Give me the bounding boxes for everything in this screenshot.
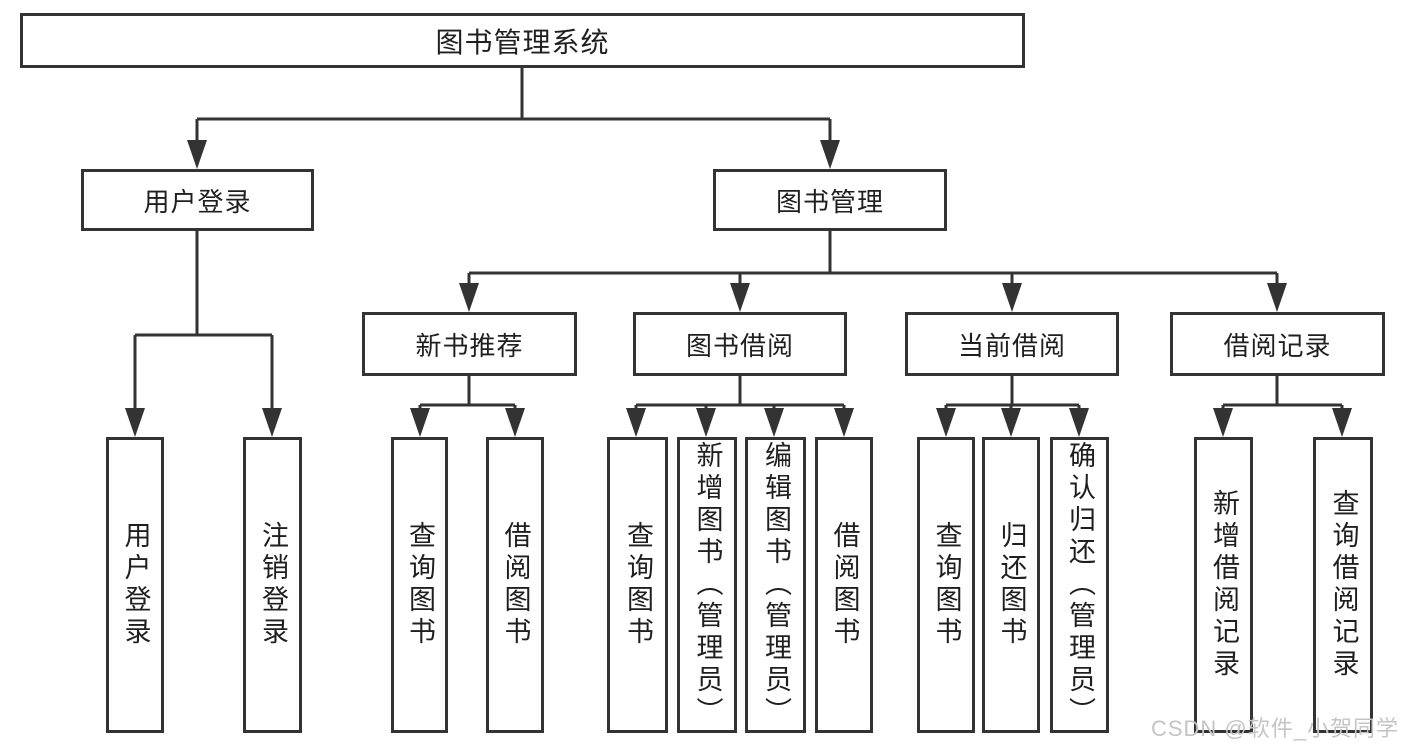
leaf-confirm-return-admin: 确认归还（管理员） xyxy=(1050,437,1109,733)
connector-book-mgmt-to-level3 xyxy=(467,231,1279,287)
connector-user-login-branch xyxy=(133,231,274,412)
node-label: 图书管理 xyxy=(775,186,884,217)
node-label: 查询图书 xyxy=(623,521,653,649)
arrow-icon xyxy=(764,408,784,437)
node-label: 当前借阅 xyxy=(957,330,1066,361)
arrow-icon xyxy=(410,408,430,437)
arrow-icon xyxy=(696,408,716,437)
node-label: 查询图书 xyxy=(405,521,435,649)
arrow-icon xyxy=(820,140,840,169)
arrow-icon xyxy=(834,408,854,437)
arrow-icon xyxy=(1001,408,1021,437)
arrow-icon xyxy=(187,140,207,169)
node-label: 确认归还（管理员） xyxy=(1065,441,1095,729)
leaf-return-book: 归还图书 xyxy=(982,437,1040,733)
node-label: 借阅图书 xyxy=(829,521,860,649)
arrow-icon xyxy=(262,408,282,437)
arrow-icon xyxy=(626,408,646,437)
node-label: 用户登录 xyxy=(143,186,252,217)
arrow-icon xyxy=(1069,408,1089,437)
leaf-logout: 注销登录 xyxy=(243,437,302,733)
leaf-borrow-book-2: 借阅图书 xyxy=(815,437,873,733)
node-root: 图书管理系统 xyxy=(20,13,1025,68)
node-current-borrow: 当前借阅 xyxy=(905,312,1119,376)
arrow-icon xyxy=(505,408,525,437)
node-label: 查询图书 xyxy=(931,521,962,649)
node-book-borrow: 图书借阅 xyxy=(633,312,847,376)
connector-book-borrow-branch xyxy=(634,376,846,412)
arrow-icon xyxy=(1213,408,1233,437)
arrow-icon xyxy=(1002,283,1022,312)
node-book-mgmt: 图书管理 xyxy=(713,169,947,231)
leaf-add-borrow-record: 新增借阅记录 xyxy=(1194,437,1253,733)
node-label: 借阅记录 xyxy=(1223,330,1332,361)
node-label: 图书借阅 xyxy=(685,330,794,361)
watermark: CSDN @软件_小贺同学 xyxy=(1150,716,1399,741)
leaf-query-book-3: 查询图书 xyxy=(917,437,975,733)
leaf-query-borrow-record: 查询借阅记录 xyxy=(1313,437,1373,733)
arrow-icon xyxy=(1267,283,1287,312)
node-borrow-records: 借阅记录 xyxy=(1170,312,1385,376)
node-label: 图书管理系统 xyxy=(435,26,610,58)
arrow-icon xyxy=(1332,408,1352,437)
arrow-icon xyxy=(125,408,145,437)
node-label: 编辑图书（管理员） xyxy=(761,441,791,729)
arrow-icon xyxy=(459,283,479,312)
node-label: 新书推荐 xyxy=(415,330,524,361)
node-user-login: 用户登录 xyxy=(81,169,314,231)
arrow-icon xyxy=(936,408,956,437)
node-new-book-rec: 新书推荐 xyxy=(362,312,577,376)
connector-root-to-level2 xyxy=(195,68,832,144)
leaf-add-book-admin: 新增图书（管理员） xyxy=(677,437,737,733)
leaf-borrow-book-1: 借阅图书 xyxy=(486,437,544,733)
node-label: 借阅图书 xyxy=(500,521,531,649)
node-label: 查询借阅记录 xyxy=(1328,489,1359,681)
leaf-query-book-1: 查询图书 xyxy=(391,437,448,733)
node-label: 用户登录 xyxy=(120,521,151,649)
leaf-user-login: 用户登录 xyxy=(106,437,164,733)
connector-borrow-records-branch xyxy=(1221,376,1344,412)
node-label: 归还图书 xyxy=(996,521,1027,649)
node-label: 新增借阅记录 xyxy=(1209,489,1239,681)
arrow-icon xyxy=(730,283,750,312)
leaf-query-book-2: 查询图书 xyxy=(607,437,668,733)
leaf-edit-book-admin: 编辑图书（管理员） xyxy=(745,437,806,733)
node-label: 新增图书（管理员） xyxy=(692,441,723,729)
connector-current-borrow-branch xyxy=(944,376,1081,412)
node-label: 注销登录 xyxy=(258,521,288,649)
connector-new-book-rec-branch xyxy=(418,376,517,412)
